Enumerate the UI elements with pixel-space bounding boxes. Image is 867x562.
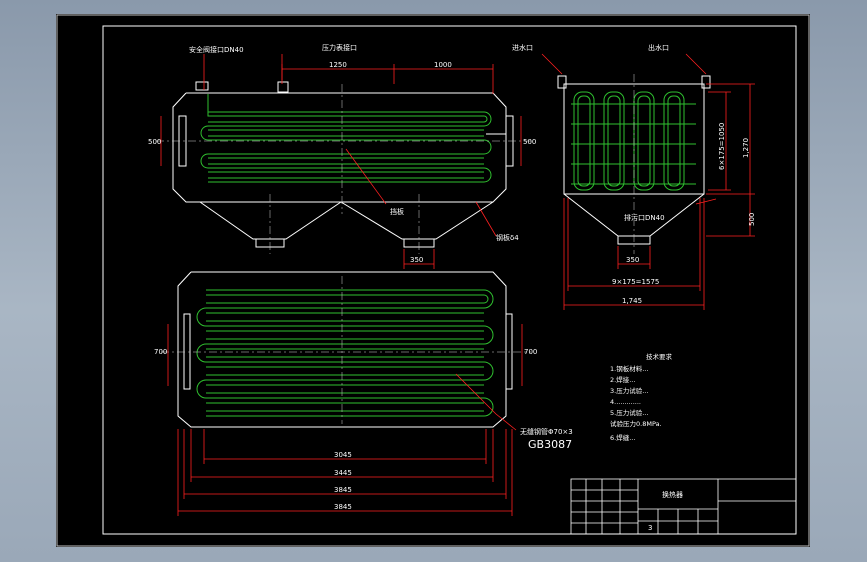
front-centerlines <box>156 84 531 254</box>
drain-label: 排污口DN40 <box>624 213 665 222</box>
side-dimensions <box>563 83 755 310</box>
outlet-label: 出水口 <box>648 43 669 52</box>
drawing-sheet: 安全阀接口DN40 压力表接口 进水口 出水口 挡板 钢板δ4 排污口DN40 … <box>56 14 810 547</box>
front-shell <box>172 92 507 203</box>
top-centerlines <box>161 276 531 424</box>
note-3: 3.压力试验... <box>610 386 648 395</box>
dim-side-350: 350 <box>626 256 639 264</box>
dim-side-1050: 6×175=1050 <box>718 123 726 170</box>
pipe-leader <box>455 373 517 431</box>
dim-side-500: 500 <box>748 213 756 226</box>
side-tube-bank <box>571 91 696 191</box>
dim-side-1575: 9×175=1575 <box>612 278 659 286</box>
notes-title: 技术要求 <box>646 352 673 361</box>
note-4: 4............. <box>610 398 641 406</box>
top-tube-coil <box>196 289 494 417</box>
front-view <box>156 54 531 254</box>
hopper-left <box>199 201 342 240</box>
standard-label: GB3087 <box>528 438 572 451</box>
dim-outlet-350: 350 <box>410 256 423 264</box>
baffle-label: 挡板 <box>390 207 404 216</box>
dim-right-700: 700 <box>524 348 537 356</box>
inlet-label: 进水口 <box>512 43 533 52</box>
dim-left-700: 700 <box>154 348 167 356</box>
front-dimensions <box>160 64 522 269</box>
dim-len-2: 3445 <box>334 469 352 477</box>
note-6: 试验压力0.8MPa. <box>610 419 662 428</box>
title-block <box>570 478 797 535</box>
seamless-pipe-label: 无缝钢管Φ70×3 <box>520 427 573 436</box>
top-view <box>161 271 531 431</box>
safety-valve-nozzle <box>195 81 209 91</box>
steel-plate-label: 钢板δ4 <box>496 233 519 242</box>
drawing-name: 换热器 <box>662 490 683 499</box>
top-left-flange <box>183 313 191 390</box>
safety-valve-label: 安全阀接口DN40 <box>189 45 244 54</box>
dim-side-1745: 1,745 <box>622 297 642 305</box>
side-outlet-nozzle <box>701 75 711 89</box>
dim-top-left: 1250 <box>329 61 347 69</box>
dim-len-1: 3045 <box>334 451 352 459</box>
note-1: 1.钢板材料... <box>610 364 648 373</box>
top-right-flange <box>505 313 513 390</box>
pressure-gauge-label: 压力表接口 <box>322 43 357 52</box>
side-leaders <box>541 53 717 205</box>
dim-top-right: 1000 <box>434 61 452 69</box>
front-tube-coil <box>200 94 492 183</box>
hopper-right <box>340 201 494 240</box>
top-dimensions <box>167 324 523 516</box>
dim-left-500: 500 <box>148 138 161 146</box>
outer-frame <box>56 14 810 547</box>
dim-side-1270: 1,270 <box>742 138 750 158</box>
technical-notes: 技术要求 1.钢板材料... 2.焊接... 3.压力试验... 4......… <box>610 352 673 442</box>
note-7: 6.焊缝... <box>610 433 635 442</box>
dim-right-500: 500 <box>523 138 536 146</box>
front-leaders <box>203 54 497 237</box>
side-view <box>541 53 717 254</box>
side-inlet-nozzle <box>557 75 567 89</box>
drawing-scale: 3 <box>648 524 652 532</box>
inner-frame <box>102 25 797 535</box>
top-shell <box>177 271 507 428</box>
dim-len-3: 3845 <box>334 486 352 494</box>
dim-len-4: 3845 <box>334 503 352 511</box>
pressure-gauge-nozzle <box>277 81 289 93</box>
note-5: 5.压力试验... <box>610 408 648 417</box>
note-2: 2.焊接... <box>610 375 635 384</box>
drawing-viewport[interactable]: 安全阀接口DN40 压力表接口 进水口 出水口 挡板 钢板δ4 排污口DN40 … <box>56 14 810 547</box>
